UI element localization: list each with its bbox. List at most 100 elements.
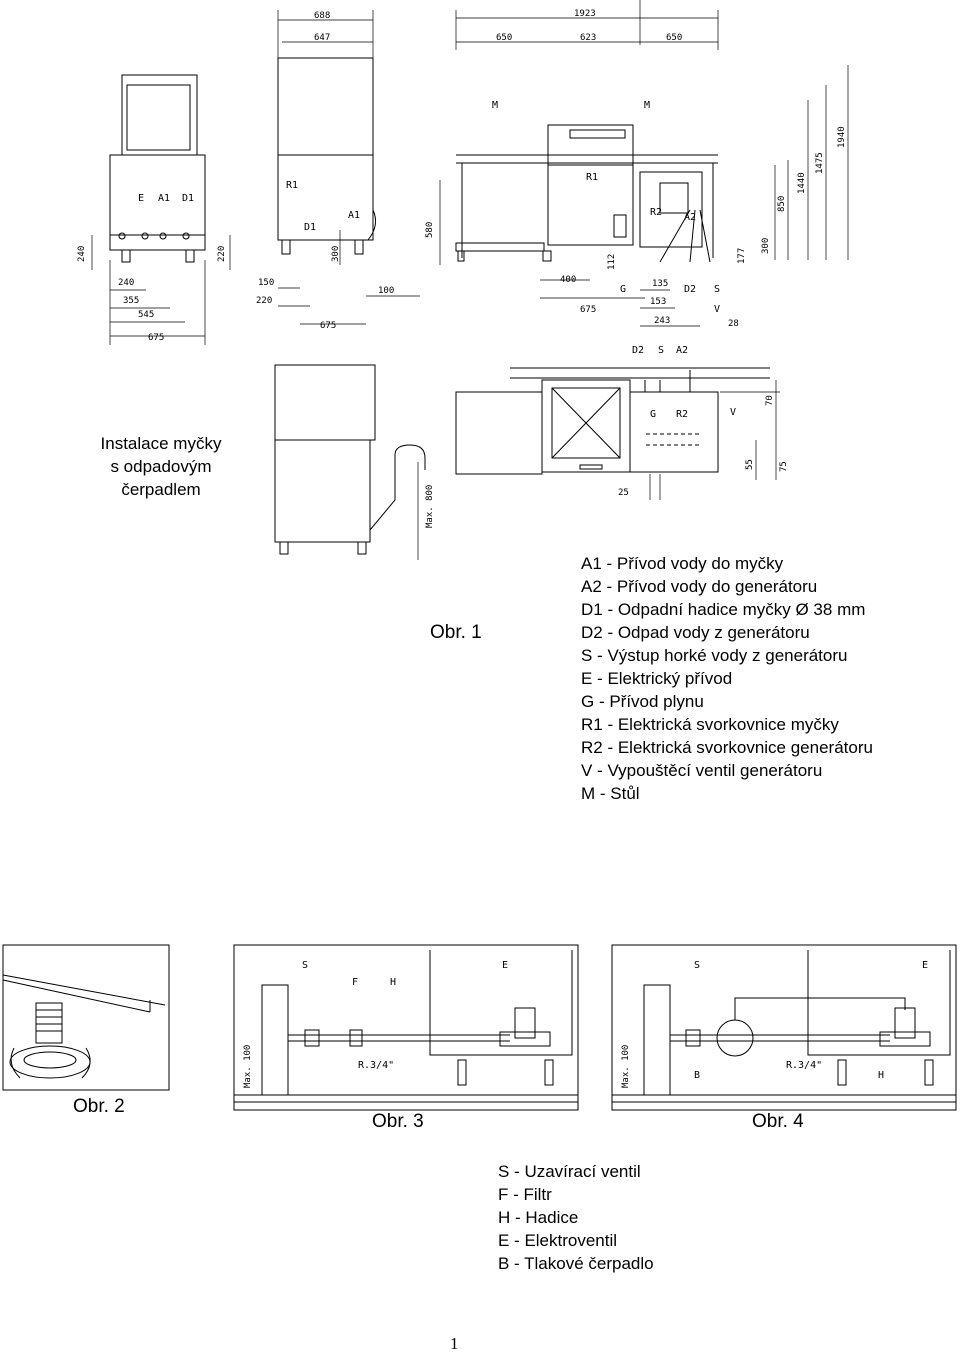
legend-bottom-item: F - Filtr [498,1185,552,1204]
legend-item: D2 - Odpad vody z generátoru [581,623,810,642]
marker-m1: M [492,100,498,111]
plan-view [455,367,770,475]
marker-d1b: D1 [304,222,316,233]
marker-a1b: A1 [348,210,360,221]
figure-label-obr2: Obr. 2 [73,1096,125,1117]
fig3-s: S [302,960,308,971]
dim-h-1940: 1940 [837,126,847,148]
fig3-h: H [390,977,396,988]
fig2-drawing [2,944,170,1091]
plan-s: S [658,345,664,356]
legend-item: V - Vypouštěcí ventil generátoru [581,761,823,780]
figure-label-obr1: Obr. 1 [430,622,482,643]
dim-h-220: 220 [217,246,227,262]
title-line-1: Instalace myčky [100,434,222,453]
dim-h-580: 580 [425,222,435,238]
table-dimension-lines [439,0,849,327]
dim-240: 240 [118,278,134,288]
dim-623: 623 [580,33,596,43]
legend-bottom-item: B - Tlakové čerpadlo [498,1254,654,1273]
legend-bottom-item: H - Hadice [498,1208,579,1227]
legend-bottom: S - Uzavírací ventil F - Filtr H - Hadic… [498,1160,654,1275]
dim-675b: 675 [320,321,336,331]
dim-h-1440: 1440 [797,172,807,194]
svg-text:Max. 800: Max. 800 [425,485,435,528]
section-title: Instalace myčky s odpadovým čerpadlem [86,432,236,501]
plan-a2: A2 [676,345,688,356]
fig4-h: H [878,1070,884,1081]
side-dimension-text: 688 647 150 220 675 100 300 [256,11,394,331]
marker-r1: R1 [286,180,298,191]
dim-650a: 650 [496,33,512,43]
plan-55: 55 [745,459,755,470]
fig4-s: S [694,960,700,971]
side-dimension-lines [277,10,420,325]
dim-h-300b: 300 [761,238,771,254]
fig4-thread: R.3/4" [786,1060,822,1071]
pump-side-view [274,364,426,560]
dim-150: 150 [258,278,274,288]
svg-text:Max. 100: Max. 100 [621,1045,631,1088]
fig4-e: E [922,960,928,971]
dim-647: 647 [314,33,330,43]
fig4-b: B [694,1070,700,1081]
dim-100: 100 [378,286,394,296]
dim-h-300: 300 [331,246,341,262]
legend-item: A2 - Přívod vody do generátoru [581,577,818,596]
dim-h-240: 240 [77,246,87,262]
marker-v: V [714,304,720,315]
plan-dim-lines [649,380,780,500]
marker-g: G [620,284,626,295]
page-number: 1 [450,1334,459,1353]
fig4-drawing [611,944,957,1111]
dim-400: 400 [560,275,576,285]
title-line-2: s odpadovým [110,457,212,476]
fig3-e: E [502,960,508,971]
fig3-f: F [352,977,358,988]
plan-75: 75 [779,461,789,472]
legend-item: A1 - Přívod vody do myčky [581,554,784,573]
front-view-markers: E A1 D1 [138,193,194,204]
legend-item: R2 - Elektrická svorkovnice generátoru [581,738,873,757]
svg-text:Max. 100: Max. 100 [243,1045,253,1088]
plan-70: 70 [765,395,775,406]
marker-m2: M [644,100,650,111]
dim-h-850: 850 [777,196,787,212]
table-markers: M M R1 R2 A2 G D2 S V [492,100,720,315]
marker-s: S [714,284,720,295]
dim-220: 220 [256,296,272,306]
front-dimension-lines [91,235,231,345]
marker-d2: D2 [684,284,696,295]
dim-675: 675 [148,333,164,343]
dim-545: 545 [138,310,154,320]
plan-g: G [650,409,656,420]
legend-item: D1 - Odpadní hadice myčky Ø 38 mm [581,600,866,619]
marker-a2: A2 [684,212,696,223]
plan-dim-text: 70 55 75 25 [618,395,789,498]
fig4-labels: S E B H R.3/4" [694,960,928,1081]
dim-153: 153 [650,297,666,307]
fig3-labels: S F H E R.3/4" [302,960,508,1071]
dim-135: 135 [652,279,668,289]
plan-d2: D2 [632,345,644,356]
legend-bottom-item: S - Uzavírací ventil [498,1162,641,1181]
table-dimension-text: 1923 650 623 650 580 112 177 300 850 144… [425,9,847,329]
dim-1923: 1923 [574,9,596,19]
fig3-thread: R.3/4" [358,1060,394,1071]
legend-main: A1 - Přívod vody do myčky A2 - Přívod vo… [581,552,873,805]
plan-labels: D2 S A2 G R2 V [632,345,736,420]
table-installation-view [455,124,718,263]
marker-e: E [138,193,144,204]
fig3-max: Max. 100 [243,1045,253,1088]
dim-688: 688 [314,11,330,21]
figure-label-obr3: Obr. 3 [372,1111,424,1132]
legend-bottom-item: E - Elektroventil [498,1231,618,1250]
marker-a1: A1 [158,193,170,204]
dim-h-1475: 1475 [815,152,825,174]
legend-item: G - Přívod plynu [581,692,704,711]
fig3-drawing [233,944,579,1111]
marker-r2: R2 [650,207,662,218]
marker-r1b: R1 [586,172,598,183]
dim-650b: 650 [666,33,682,43]
